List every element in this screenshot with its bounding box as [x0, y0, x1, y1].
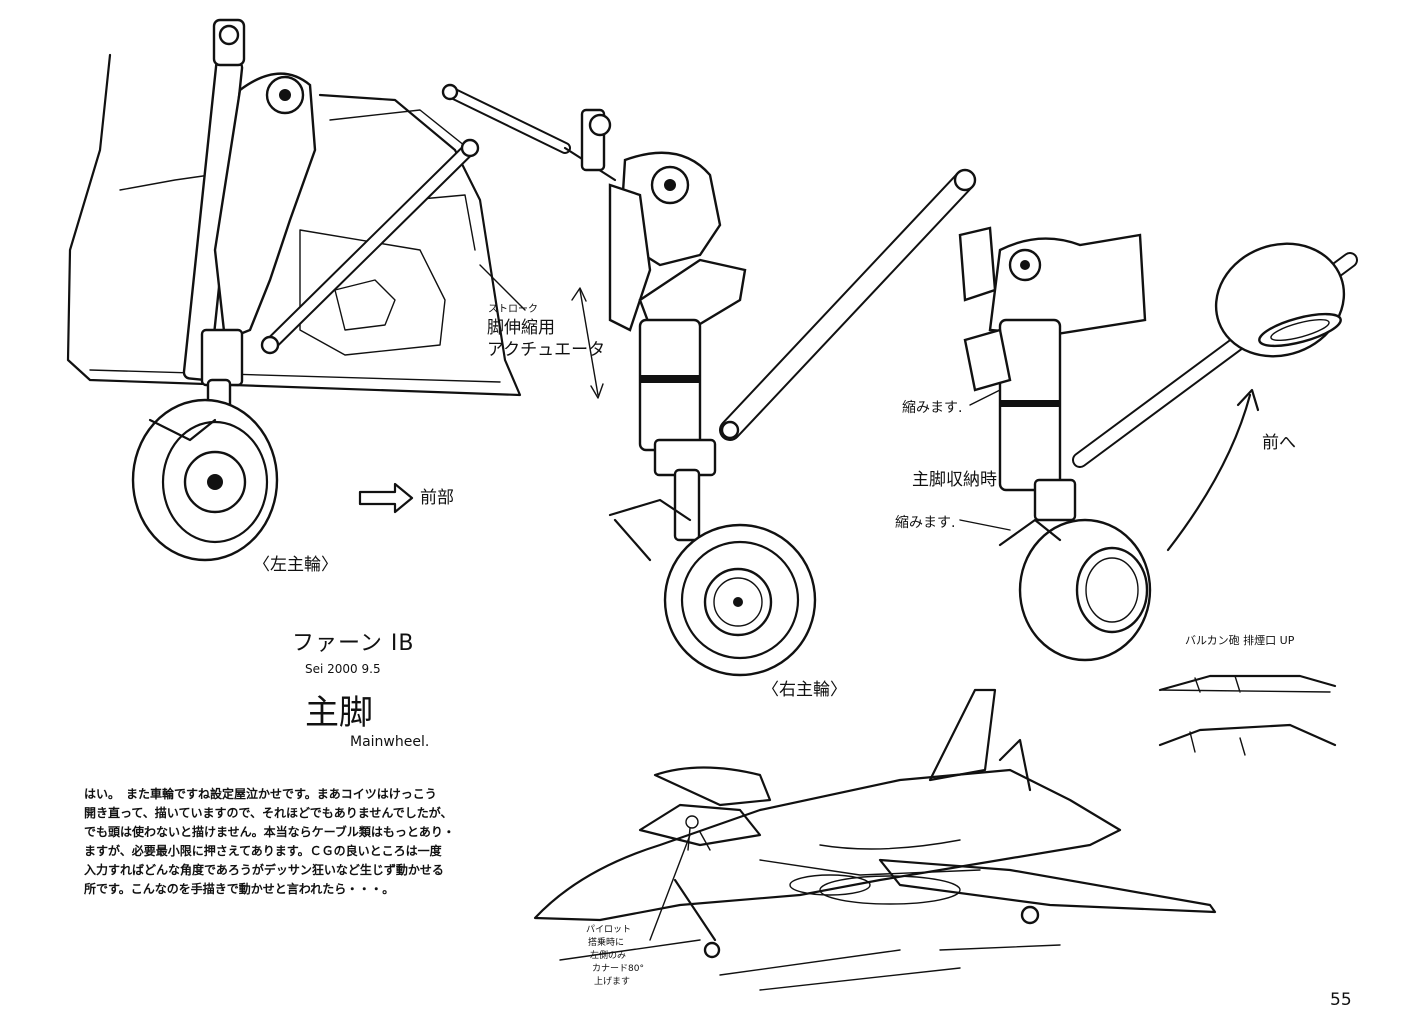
pilot-note-line5: 上げます: [594, 977, 631, 987]
commentary-line: でも頭は使わないと描けません。本当ならケーブル類はもっとあり・: [84, 825, 455, 839]
left-main-wheel-label: 〈左主輪〉: [253, 555, 338, 575]
front-direction-label: 前部: [420, 488, 454, 508]
forward-label: 前へ: [1262, 433, 1296, 453]
vulcan-exhaust-sketch: [1160, 676, 1335, 755]
signature-date: Sei 2000 9.5: [305, 662, 381, 676]
commentary-line: はい。 また車輪ですね設定屋泣かせです。まあコイツはけっこう: [84, 787, 437, 801]
retracts-upper-label: 縮みます.: [902, 400, 963, 416]
stroke-label: ストローク: [488, 304, 538, 315]
vulcan-exhaust-label: バルカン砲 排煙口 UP: [1185, 634, 1295, 647]
left-main-gear-illustration: [68, 20, 520, 560]
curved-arrow-icon: [1168, 390, 1258, 550]
pilot-note-line1: パイロット: [586, 925, 632, 935]
aircraft-name: ファーン IB: [292, 631, 415, 656]
pilot-note-line3: 左側のみ: [590, 951, 627, 961]
right-main-wheel-label: 〈右主輪〉: [762, 680, 847, 700]
right-main-gear-illustration: [443, 85, 975, 675]
page-title: 主脚: [305, 693, 373, 733]
hollow-right-arrow-icon: [360, 484, 412, 512]
fighter-jet-illustration: [535, 690, 1215, 990]
actuator-label-line2: アクチュエータ: [487, 340, 606, 360]
page-number: 55: [1330, 990, 1352, 1010]
commentary-paragraph: はい。 また車輪ですね設定屋泣かせです。まあコイツはけっこう 開き直って、描いて…: [84, 785, 544, 899]
stowed-main-gear-illustration: [960, 226, 1360, 660]
commentary-line: 入力すればどんな角度であろうがデッサン狂いなど生じず動かせる: [84, 863, 444, 877]
retracts-lower-label: 縮みます.: [895, 515, 956, 531]
main-gear-stowed-label: 主脚収納時: [912, 470, 997, 490]
commentary-line: ますが、必要最小限に押さえてあります。ＣＧの良いところは一度: [84, 844, 442, 858]
commentary-line: 所です。こんなのを手描きで動かせと言われたら・・・。: [84, 882, 395, 896]
commentary-line: 開き直って、描いていますので、それほどでもありませんでしたが、: [84, 806, 453, 820]
actuator-label-line1: 脚伸縮用: [487, 318, 555, 338]
pilot-note-line4: カナード80°: [592, 964, 644, 974]
pilot-note-line2: 搭乗時に: [588, 938, 625, 948]
page-subtitle: Mainwheel.: [350, 734, 430, 750]
